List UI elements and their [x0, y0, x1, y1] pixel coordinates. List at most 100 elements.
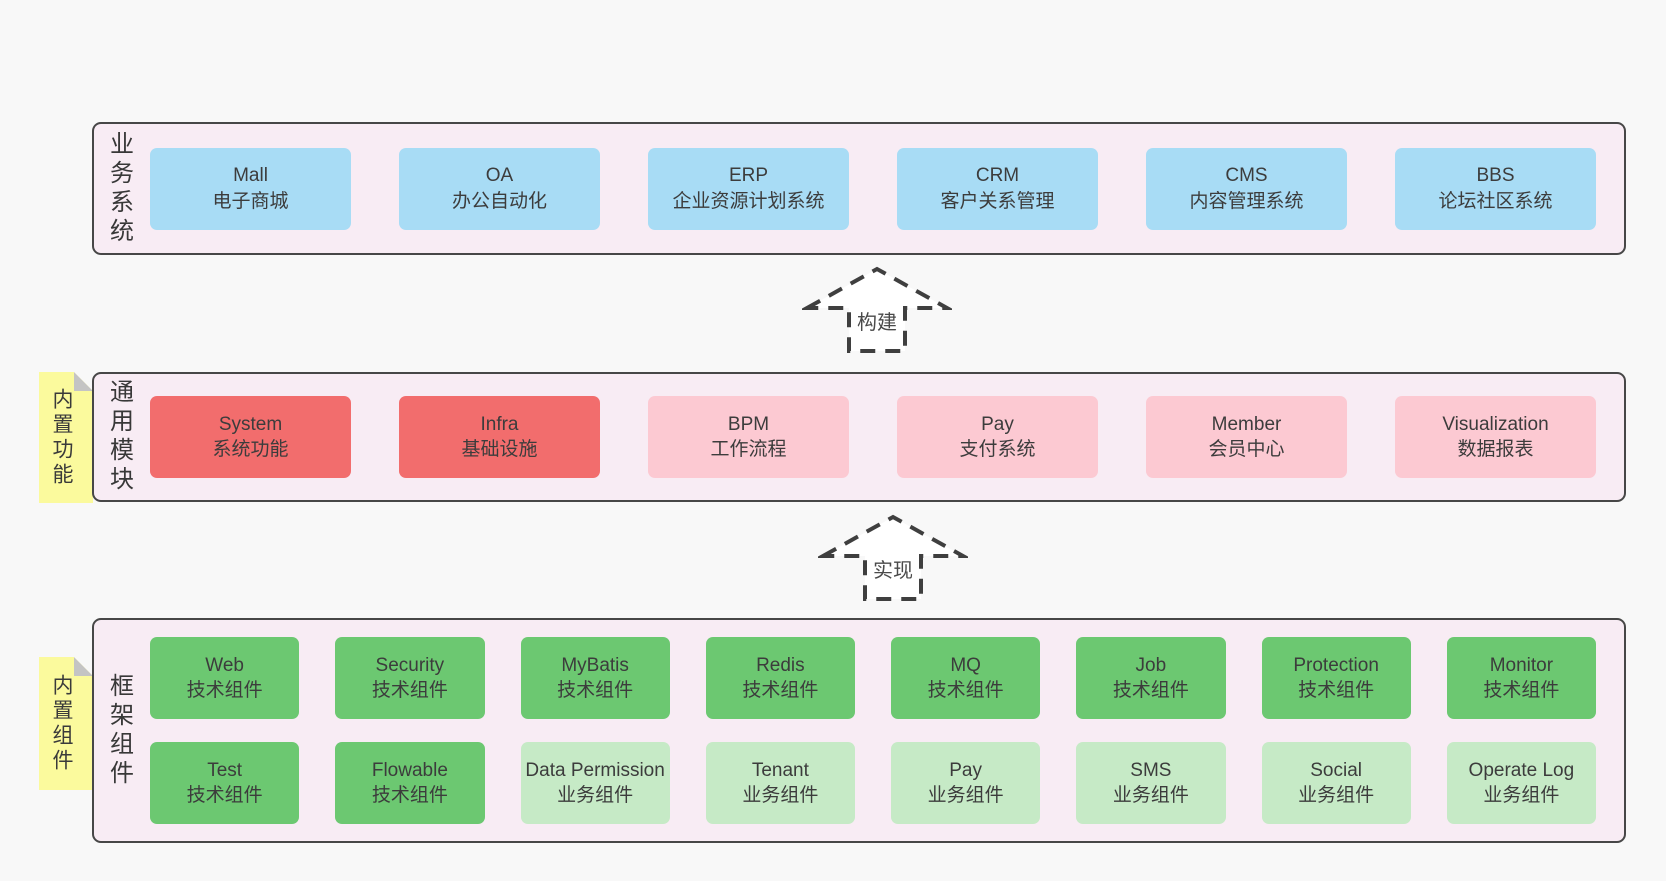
diagram-box-social: Social 业务组件 [1261, 742, 1411, 824]
box-subtitle: 技术组件 [186, 785, 263, 806]
diagram-box-pay: Pay 支付系统 [897, 396, 1098, 478]
diagram-box-data-permission: Data Permission 业务组件 [520, 742, 670, 824]
box-title: Monitor [1489, 654, 1554, 676]
diagram-box-bbs: BBS 论坛社区系统 [1395, 147, 1596, 230]
diagram-box-infra: Infra 基础设施 [399, 396, 600, 478]
diagram-box-system: System 系统功能 [150, 396, 351, 478]
box-title: System [218, 413, 283, 435]
box-subtitle: 企业资源计划系统 [672, 190, 825, 212]
box-subtitle: 电子商城 [212, 190, 289, 212]
box-subtitle: 内容管理系统 [1189, 190, 1304, 212]
box-subtitle: 系统功能 [212, 439, 289, 460]
box-title: Pay [981, 413, 1014, 435]
box-subtitle: 基础设施 [461, 439, 538, 460]
diagram-box-tenant: Tenant 业务组件 [705, 742, 855, 824]
box-subtitle: 客户关系管理 [940, 190, 1055, 212]
layer-label: 框架组件 [105, 672, 133, 789]
box-title: ERP [728, 165, 769, 187]
box-subtitle: 技术组件 [1298, 680, 1375, 701]
box-title: Member [1211, 413, 1282, 435]
box-title: Data Permission [525, 759, 665, 781]
box-subtitle: 业务组件 [927, 785, 1004, 806]
arrow-implement: 实现 [818, 514, 968, 602]
box-title: Pay [949, 759, 982, 781]
block-arrow-up-icon [818, 514, 968, 601]
box-title: BPM [727, 413, 770, 435]
diagram-box-flowable: Flowable 技术组件 [335, 742, 485, 824]
diagram-box-cms: CMS 内容管理系统 [1146, 147, 1347, 230]
box-title: Visualization [1442, 413, 1549, 435]
diagram-box-test: Test 技术组件 [150, 742, 300, 824]
layer-label: 业务系统 [105, 130, 133, 247]
box-subtitle: 工作流程 [710, 439, 787, 460]
diagram-box-oa: OA 办公自动化 [399, 147, 600, 230]
diagram-box-mybatis: MyBatis 技术组件 [520, 637, 670, 719]
box-title: Redis [756, 654, 805, 676]
box-title: OA [485, 165, 514, 187]
diagram-box-crm: CRM 客户关系管理 [897, 147, 1098, 230]
box-subtitle: 业务组件 [1483, 785, 1560, 806]
diagram-box-protection: Protection 技术组件 [1261, 637, 1411, 719]
box-title: Tenant [751, 759, 809, 781]
diagram-box-security: Security 技术组件 [335, 637, 485, 719]
folded-corner-icon [74, 657, 93, 676]
sticky-note-label: 内置功能 [50, 387, 73, 488]
box-subtitle: 业务组件 [742, 785, 819, 806]
layer-business-systems: 业务系统 Mall 电子商城 OA 办公自动化 ERP 企业资源计划系统 CRM 客户关系管理… [92, 122, 1626, 255]
box-title: Mall [233, 165, 268, 187]
box-title: MyBatis [561, 654, 629, 676]
arrow-label: 构建 [857, 312, 897, 334]
block-arrow-up-icon [802, 266, 952, 353]
box-title: Security [375, 654, 445, 676]
diagram-box-operate-log: Operate Log 业务组件 [1446, 742, 1596, 824]
diagram-box-web: Web 技术组件 [150, 637, 300, 719]
box-title: CRM [975, 165, 1020, 187]
box-title: Flowable [371, 759, 448, 781]
box-title: Protection [1293, 654, 1379, 676]
layer-label: 通用模块 [105, 379, 133, 495]
box-subtitle: 支付系统 [959, 439, 1036, 460]
layer-boxes: Mall 电子商城 OA 办公自动化 ERP 企业资源计划系统 CRM 客户关系管理 CMS 内容… [144, 124, 1624, 253]
arrow-label: 实现 [873, 560, 913, 582]
box-subtitle: 技术组件 [1483, 680, 1560, 701]
box-subtitle: 技术组件 [557, 680, 634, 701]
box-subtitle: 办公自动化 [451, 190, 547, 212]
sticky-note-built-in-components: 内置组件 [39, 657, 93, 790]
diagram-box-bpm: BPM 工作流程 [648, 396, 849, 478]
diagram-box-erp: ERP 企业资源计划系统 [648, 147, 849, 230]
box-title: Operate Log [1468, 759, 1575, 781]
box-title: Web [205, 654, 244, 676]
box-subtitle: 业务组件 [1298, 785, 1375, 806]
box-subtitle: 技术组件 [1112, 680, 1189, 701]
sticky-note-label: 内置组件 [50, 673, 73, 774]
sticky-note-built-in-features: 内置功能 [39, 372, 93, 503]
box-subtitle: 技术组件 [371, 785, 448, 806]
box-title: Test [207, 759, 243, 781]
box-title: Job [1135, 654, 1167, 676]
box-subtitle: 业务组件 [1112, 785, 1189, 806]
box-subtitle: 技术组件 [186, 680, 263, 701]
layer-common-modules: 通用模块 System 系统功能 Infra 基础设施 BPM 工作流程 Pay 支付系统 Me… [92, 372, 1626, 502]
box-subtitle: 技术组件 [742, 680, 819, 701]
diagram-box-mall: Mall 电子商城 [150, 147, 351, 230]
box-title: CMS [1225, 165, 1268, 187]
diagram-box-job: Job 技术组件 [1076, 637, 1226, 719]
box-title: MQ [950, 654, 981, 676]
diagram-box-visualization: Visualization 数据报表 [1395, 396, 1596, 478]
box-title: Infra [480, 413, 519, 435]
arrow-build: 构建 [802, 266, 952, 354]
box-subtitle: 论坛社区系统 [1438, 190, 1553, 212]
box-title: BBS [1476, 165, 1515, 187]
box-subtitle: 数据报表 [1457, 439, 1534, 460]
diagram-box-mq: MQ 技术组件 [891, 637, 1041, 719]
box-subtitle: 业务组件 [557, 785, 634, 806]
box-subtitle: 技术组件 [371, 680, 448, 701]
diagram-box-redis: Redis 技术组件 [705, 637, 855, 719]
box-subtitle: 技术组件 [927, 680, 1004, 701]
box-title: Social [1310, 759, 1362, 781]
